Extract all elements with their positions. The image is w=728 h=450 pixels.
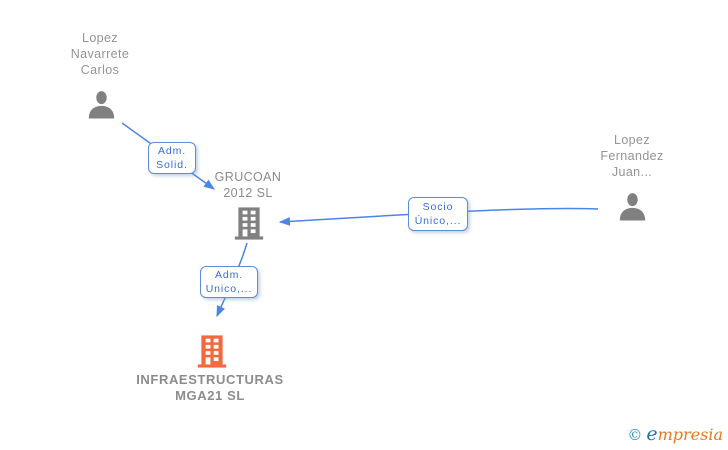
company-name-line: INFRAESTRUCTURAS [136, 372, 284, 387]
person-name-line: Lopez [81, 31, 119, 45]
person-name-line: Juan... [611, 165, 653, 179]
edge-label-line: Unico,... [205, 283, 253, 295]
edge-label-line: Adm. [157, 145, 187, 157]
edge-label-adm-solid[interactable]: Adm. Solid. [148, 142, 196, 174]
company-node-label-infraestructuras-mga21-sl[interactable]: INFRAESTRUCTURAS MGA21 SL [120, 372, 300, 404]
person-node-label-lopez-navarrete-carlos[interactable]: Lopez Navarrete Carlos [40, 30, 160, 78]
edge-label-adm-unico[interactable]: Adm. Unico,... [200, 266, 258, 298]
person-name-line: Lopez [613, 133, 651, 147]
company-name-line: MGA21 SL [175, 388, 245, 403]
company-icon[interactable] [232, 205, 266, 246]
company-node-label-grucoan-2012-sl[interactable]: GRUCOAN 2012 SL [188, 170, 308, 201]
edge-label-line: Adm. [214, 269, 244, 281]
edge-label-line: Socio [422, 201, 454, 213]
company-name-line: 2012 SL [223, 185, 273, 200]
person-icon[interactable] [87, 89, 116, 124]
empresia-logo[interactable]: ©empresia [627, 423, 723, 445]
person-name-line: Navarrete [70, 47, 130, 61]
person-node-label-lopez-fernandez-juan[interactable]: Lopez Fernandez Juan... [572, 132, 692, 180]
edge-label-line: Único,... [414, 215, 462, 227]
person-name-line: Carlos [80, 63, 120, 77]
edge-label-line: Solid. [156, 159, 188, 171]
empresia-logo-initial: e [646, 423, 658, 445]
copyright-icon: © [627, 426, 643, 444]
company-icon-highlighted[interactable] [195, 333, 229, 374]
empresia-logo-text: mpresia [657, 425, 723, 444]
person-name-line: Fernandez [600, 149, 664, 163]
person-icon[interactable] [618, 191, 647, 226]
company-name-line: GRUCOAN [214, 170, 282, 184]
edge-label-socio-unico[interactable]: Socio Único,... [408, 197, 468, 231]
